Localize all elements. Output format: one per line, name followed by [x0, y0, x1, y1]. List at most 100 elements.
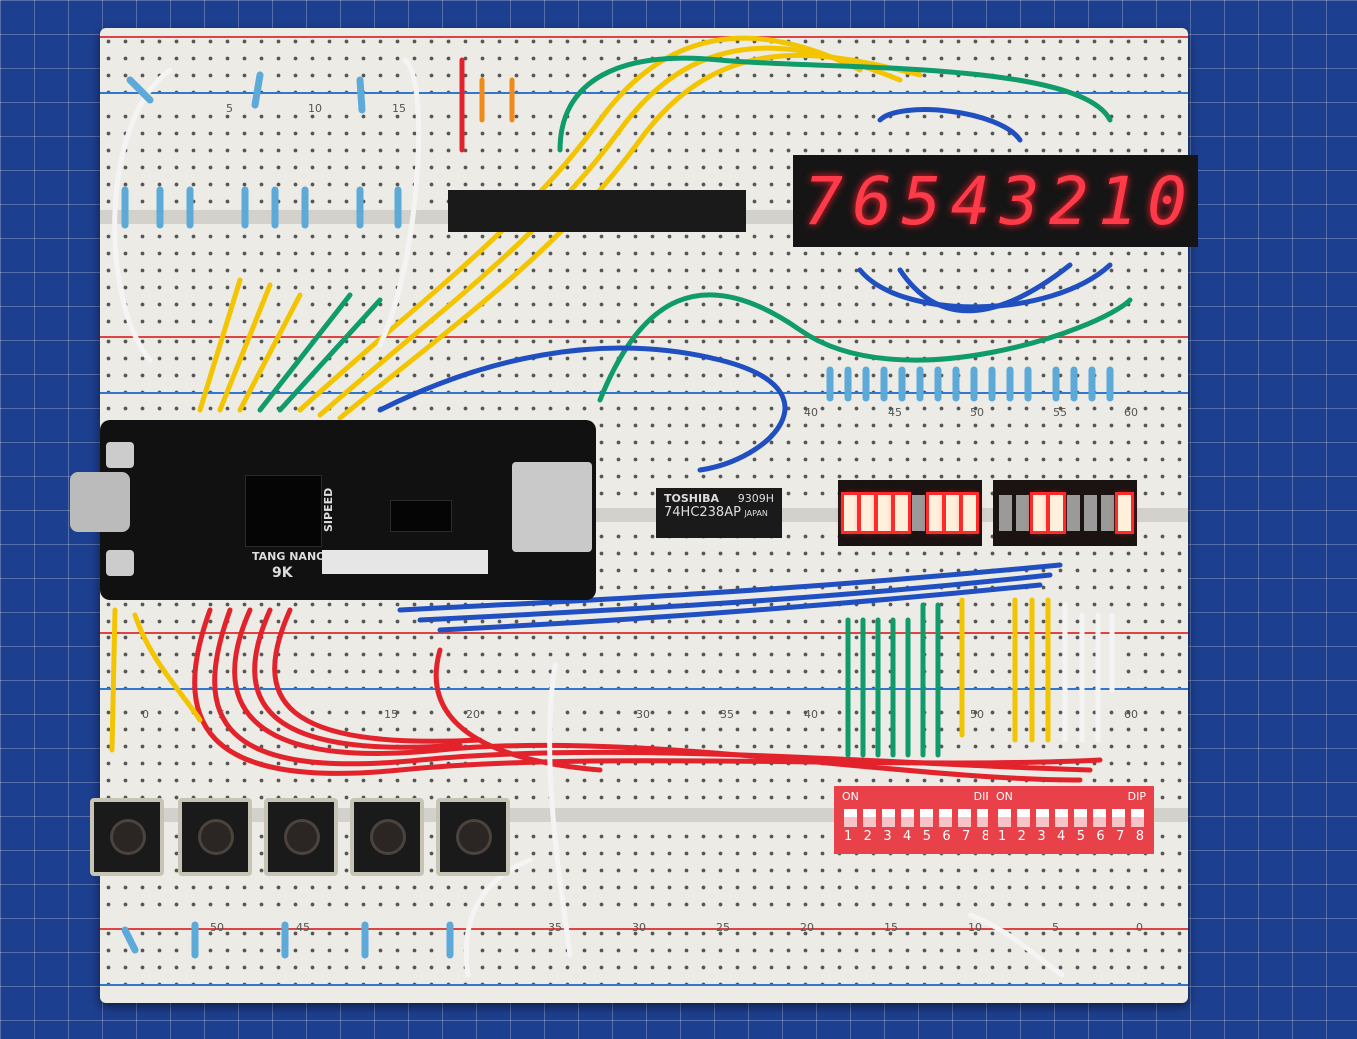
- dip-toggle[interactable]: [1074, 809, 1087, 827]
- column-number: 15: [384, 708, 398, 721]
- led-segment-off: [1101, 495, 1114, 531]
- dip-toggle[interactable]: [1112, 809, 1125, 827]
- dip-toggle[interactable]: [901, 809, 914, 827]
- model-label-size: 9K: [272, 565, 293, 581]
- fpga-chip: [245, 475, 322, 547]
- dip-toggle[interactable]: [1093, 809, 1106, 827]
- dip-toggle[interactable]: [977, 809, 990, 827]
- seven-segment-digit: 5: [901, 162, 943, 240]
- dip-position-number: 7: [1116, 829, 1125, 844]
- dip-toggle[interactable]: [920, 809, 933, 827]
- power-rail: [100, 36, 1188, 94]
- dip-toggle[interactable]: [998, 809, 1011, 827]
- chip-origin: JAPAN: [744, 509, 768, 518]
- dip-on-label: ON: [842, 790, 859, 803]
- decoder-chip: TOSHIBA 9309H 74HC238AP JAPAN: [656, 488, 782, 538]
- column-number: 20: [800, 921, 814, 934]
- seven-segment-digit: 0: [1147, 162, 1188, 240]
- dip-position-number: 4: [1057, 829, 1066, 844]
- usb-c-port: [70, 472, 130, 532]
- dip-position-number: 3: [1037, 829, 1046, 844]
- board-button[interactable]: [106, 550, 134, 576]
- dip-toggle[interactable]: [1131, 809, 1144, 827]
- push-button[interactable]: [264, 798, 338, 876]
- hdmi-port: [512, 462, 592, 552]
- brand-label: SIPEED: [322, 487, 335, 532]
- column-number: 40: [804, 708, 818, 721]
- column-number: 0: [1136, 921, 1143, 934]
- column-number: 25: [716, 921, 730, 934]
- fpc-connector: [322, 550, 488, 574]
- led-segment-off: [1067, 495, 1080, 531]
- dip-position-number: 6: [1096, 829, 1105, 844]
- chip-date-code: 9309H: [737, 492, 774, 505]
- tang-nano-9k-fpga-board: SIPEED TANG NANO 9K: [70, 420, 596, 600]
- dip-position-number: 1: [844, 829, 853, 844]
- dip-position-number: 7: [962, 829, 971, 844]
- dip-position-number: 8: [981, 829, 990, 844]
- led-bar-graph: [993, 480, 1137, 546]
- push-button[interactable]: [90, 798, 164, 876]
- led-bar-graph: [838, 480, 982, 546]
- led-segment-off: [1016, 495, 1029, 531]
- dip-toggle[interactable]: [1017, 809, 1030, 827]
- dip-toggle[interactable]: [1055, 809, 1068, 827]
- column-number: 10: [968, 921, 982, 934]
- dip-label: DIP: [973, 790, 992, 803]
- led-segment-on: [963, 495, 976, 531]
- seven-segment-digit: 7: [803, 162, 844, 240]
- dip-label: DIP: [1127, 790, 1146, 803]
- led-segment-on: [1118, 495, 1131, 531]
- column-number: 50: [970, 708, 984, 721]
- dip-toggle[interactable]: [1036, 809, 1049, 827]
- led-segment-off: [1084, 495, 1097, 531]
- push-button[interactable]: [178, 798, 252, 876]
- column-number: 60: [1124, 406, 1138, 419]
- column-number: 35: [548, 921, 562, 934]
- column-number: 5: [218, 708, 225, 721]
- push-button[interactable]: [350, 798, 424, 876]
- dip-position-number: 1: [998, 829, 1007, 844]
- dip-toggle[interactable]: [958, 809, 971, 827]
- dip-position-number: 2: [863, 829, 872, 844]
- column-number: 5: [1052, 921, 1059, 934]
- dip-position-number: 6: [942, 829, 951, 844]
- seven-segment-digit: 1: [1097, 162, 1139, 240]
- power-rail: [100, 632, 1188, 690]
- dip-position-number: 4: [903, 829, 912, 844]
- dip-position-number: 5: [1076, 829, 1085, 844]
- column-number: 15: [884, 921, 898, 934]
- column-number: 15: [392, 102, 406, 115]
- column-number: 20: [466, 708, 480, 721]
- column-number: 0: [142, 708, 149, 721]
- dip-toggle[interactable]: [863, 809, 876, 827]
- seven-segment-digit: 2: [1048, 162, 1090, 240]
- dip-on-label: ON: [996, 790, 1013, 803]
- ic-chip: [448, 190, 746, 232]
- dip-position-number: 3: [883, 829, 892, 844]
- led-segment-on: [946, 495, 959, 531]
- push-button[interactable]: [436, 798, 510, 876]
- flash-chip: [390, 500, 452, 532]
- led-segment-on: [878, 495, 891, 531]
- led-segment-on: [1033, 495, 1046, 531]
- column-number: 50: [970, 406, 984, 419]
- dip-toggle[interactable]: [844, 809, 857, 827]
- column-number: 45: [888, 406, 902, 419]
- column-number: 45: [296, 921, 310, 934]
- column-number: 40: [804, 406, 818, 419]
- led-segment-on: [861, 495, 874, 531]
- column-number: 5: [226, 102, 233, 115]
- dip-position-number: 2: [1017, 829, 1026, 844]
- chip-maker: TOSHIBA: [664, 492, 719, 505]
- board-button[interactable]: [106, 442, 134, 468]
- seven-segment-digit: 6: [852, 162, 894, 240]
- dip-toggle[interactable]: [939, 809, 952, 827]
- seven-segment-digit: 4: [950, 162, 992, 240]
- dip-toggle[interactable]: [882, 809, 895, 827]
- dip-position-number: 8: [1135, 829, 1144, 844]
- model-label: TANG NANO: [252, 550, 326, 563]
